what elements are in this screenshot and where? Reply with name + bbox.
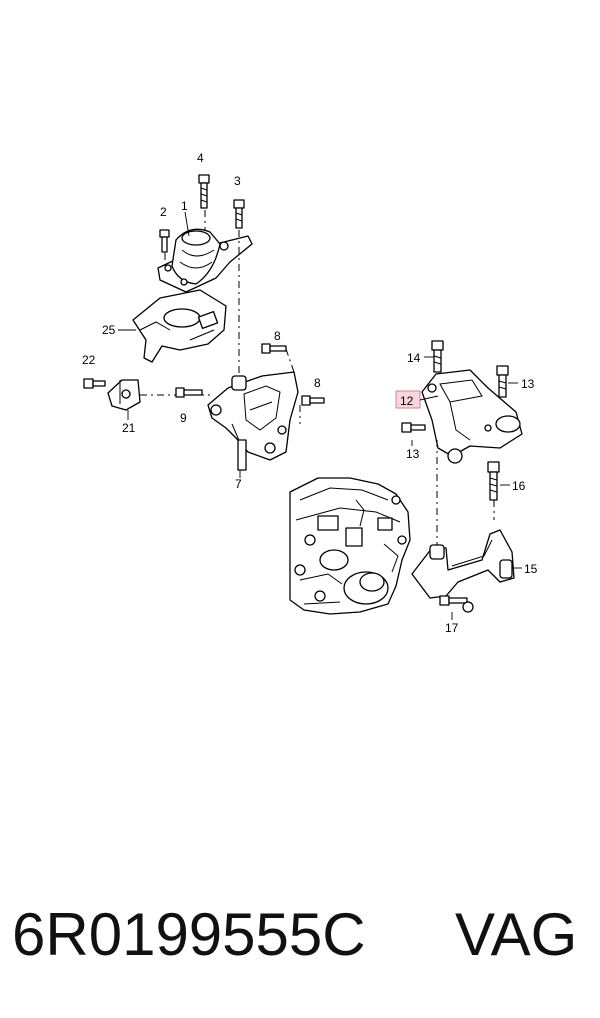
brand-label: VAG <box>455 901 578 968</box>
callout-2: 2 <box>160 205 167 219</box>
callout-21: 21 <box>122 421 136 435</box>
callout-15: 15 <box>524 562 538 576</box>
heat-shield-25 <box>132 289 227 363</box>
callout-4: 4 <box>197 151 204 165</box>
callout-12: 12 <box>400 394 414 408</box>
callout-13-right: 13 <box>521 377 535 391</box>
exploded-parts-diagram: 4 3 1 2 25 8 22 8 9 21 7 14 13 12 13 16 … <box>82 151 538 635</box>
engine-mount-assembly <box>118 174 253 380</box>
callout-13-left: 13 <box>406 447 420 461</box>
callout-3: 3 <box>234 174 241 188</box>
part-number: 6R0199555C <box>12 901 366 968</box>
caption-bar: 6R0199555C VAG <box>0 890 600 980</box>
callout-17: 17 <box>445 621 459 635</box>
bolt-2 <box>159 229 170 253</box>
callout-25: 25 <box>102 323 116 337</box>
engine-bracket-7 <box>175 343 325 478</box>
gearbox-mount-assembly <box>395 340 523 548</box>
callout-8-right: 8 <box>314 376 321 390</box>
callout-7: 7 <box>235 477 242 491</box>
callout-1: 1 <box>181 199 188 213</box>
callout-12-highlight <box>395 390 421 409</box>
callout-9: 9 <box>180 411 187 425</box>
bolt-4 <box>198 174 210 209</box>
bracket-15-assembly <box>411 461 522 620</box>
gearbox-housing <box>289 477 411 615</box>
callout-8-top: 8 <box>274 329 281 343</box>
callout-14: 14 <box>407 351 421 365</box>
bracket-21-assembly <box>83 378 210 420</box>
callout-22: 22 <box>82 353 96 367</box>
callout-16: 16 <box>512 479 526 493</box>
bolt-3 <box>233 199 245 229</box>
